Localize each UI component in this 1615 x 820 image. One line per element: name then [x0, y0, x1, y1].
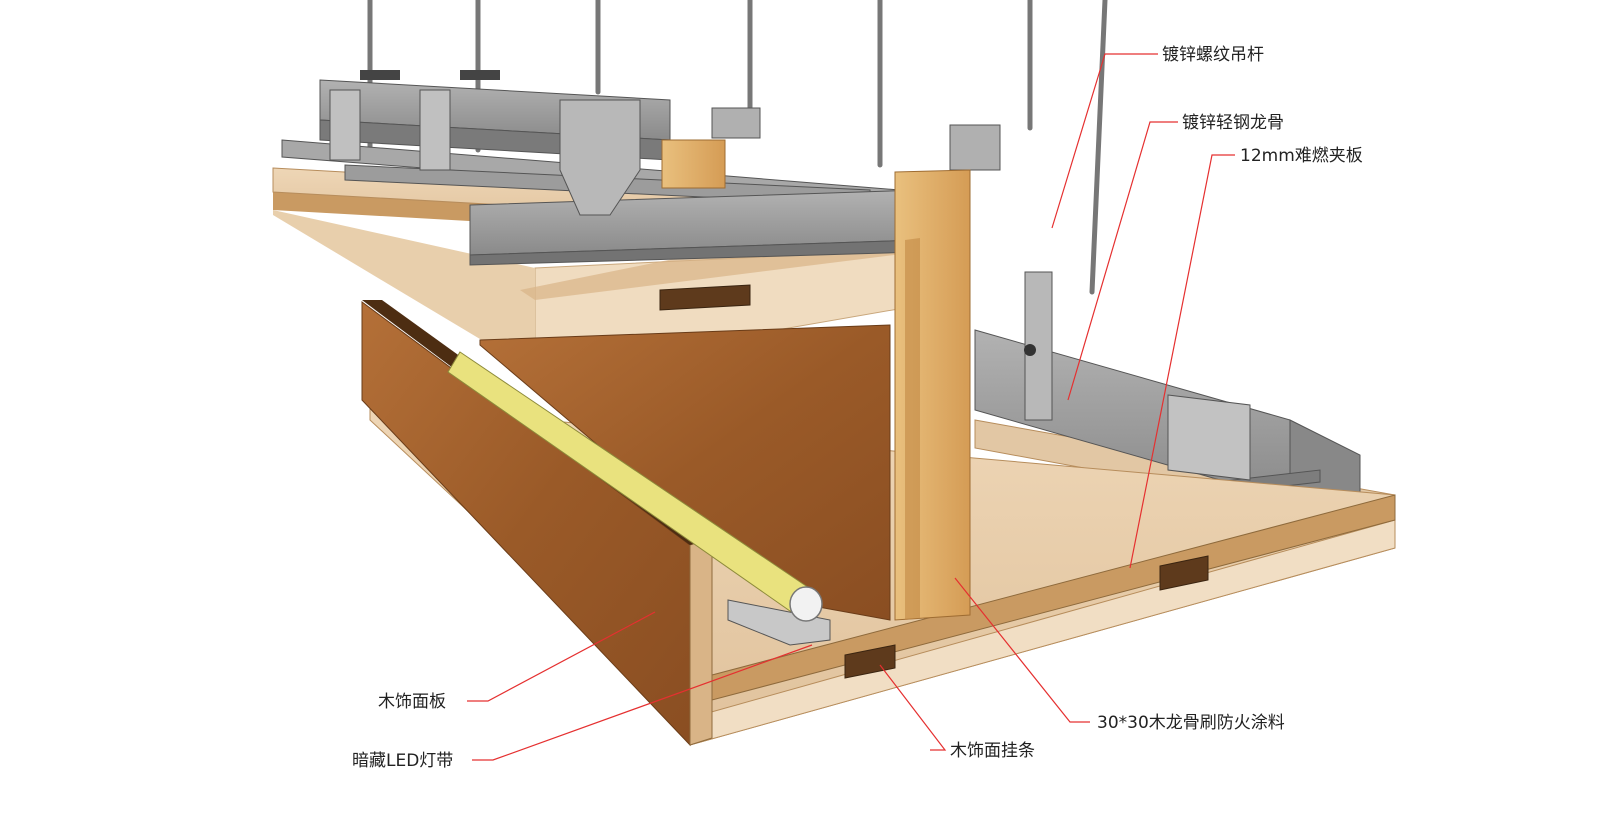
wood-block-upper: [661, 139, 726, 189]
wood-hanging-strips: [659, 284, 1209, 679]
label-light-keel: 镀锌轻钢龙骨: [1182, 113, 1284, 133]
hanger-rods: [367, 0, 1108, 295]
back-veneer-panel: [479, 324, 891, 621]
leader-lines: [467, 53, 1235, 761]
label-wood-panel: 木饰面板: [378, 692, 446, 712]
vertical-wood-keel: [894, 169, 971, 621]
label-wood-strip: 木饰面挂条: [950, 741, 1035, 761]
led-strip: [447, 351, 831, 646]
label-plywood: 12mm难燃夹板: [1240, 146, 1363, 166]
upper-steel-channels: [281, 70, 1001, 266]
label-hanger-rod: 镀锌螺纹吊杆: [1162, 45, 1264, 65]
label-led-strip: 暗藏LED灯带: [352, 751, 453, 771]
label-wood-keel: 30*30木龙骨刷防火涂料: [1097, 713, 1285, 733]
